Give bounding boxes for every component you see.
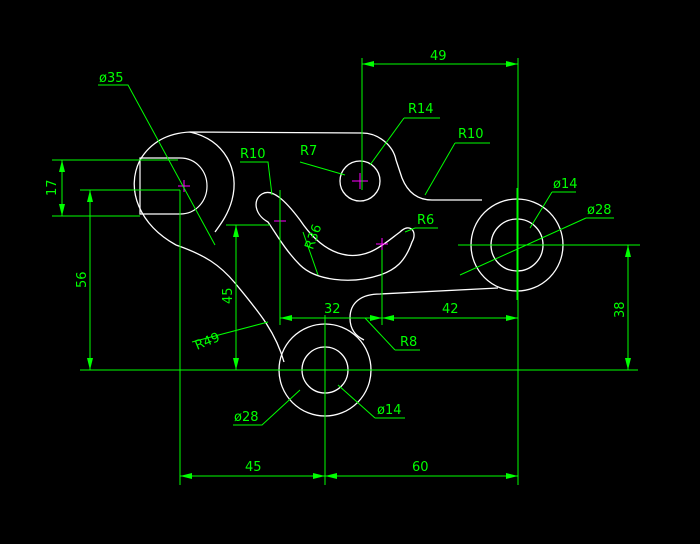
label-r10-right: R10	[458, 127, 484, 142]
label-r7: R7	[300, 144, 317, 159]
label-17: 17	[45, 179, 60, 196]
lug-right-arc	[189, 131, 235, 233]
arrow-17-top	[59, 160, 65, 172]
arrow-17-bottom	[59, 204, 65, 216]
label-32: 32	[324, 302, 341, 317]
leader-r36	[302, 231, 319, 276]
label-r6: R6	[417, 213, 434, 228]
dim-45v-lines	[226, 224, 270, 370]
arrow-45h-right	[313, 473, 325, 479]
arrow-42-right	[506, 315, 518, 321]
leader-r10-right	[424, 142, 490, 196]
arrow-38-top	[625, 245, 631, 257]
label-60: 60	[412, 460, 429, 475]
arrow-56-top	[87, 190, 93, 202]
label-38: 38	[613, 301, 628, 318]
center-line-right-boss	[458, 188, 576, 300]
arrow-56-bottom	[87, 358, 93, 370]
arrow-45v-top	[233, 225, 239, 237]
center-mark-r7	[352, 173, 368, 189]
arrow-32-left	[280, 315, 292, 321]
arrow-60-right	[506, 473, 518, 479]
label-r14: R14	[408, 102, 434, 117]
left-lug-lower-arc	[175, 244, 285, 363]
dim-32-42-lines	[279, 190, 518, 325]
label-45-vertical: 45	[221, 287, 236, 304]
leader-r49	[191, 321, 269, 343]
arrow-60-left	[325, 473, 337, 479]
arrow-42-left	[382, 315, 394, 321]
label-45-horizontal: 45	[245, 460, 262, 475]
label-56: 56	[75, 271, 90, 288]
arrow-32-right	[370, 315, 382, 321]
center-mark-slot-right	[376, 238, 388, 250]
arrow-45v-bottom	[233, 358, 239, 370]
leader-d14-bottom	[337, 384, 405, 419]
leader-r10-left	[240, 161, 273, 196]
label-42: 42	[442, 302, 459, 317]
leader-r7	[299, 161, 346, 176]
dim-49-lines	[361, 58, 519, 485]
label-d14-bottom: ø14	[377, 403, 402, 418]
arrow-45h-left	[180, 473, 192, 479]
dim-56-lines	[80, 189, 180, 370]
label-d35: ø35	[99, 71, 124, 86]
label-d28-right: ø28	[587, 203, 612, 218]
arrow-38-bottom	[625, 358, 631, 370]
curved-slot-outline	[255, 191, 415, 281]
r7-hole	[339, 160, 381, 202]
center-line-bottom-boss	[270, 315, 380, 428]
label-r8: R8	[400, 335, 417, 350]
leader-r8	[364, 317, 420, 351]
leader-r14	[369, 117, 440, 166]
leader-d35	[98, 84, 216, 246]
label-49: 49	[430, 49, 447, 64]
leader-r6	[404, 227, 438, 233]
label-d28-bottom: ø28	[234, 410, 259, 425]
label-r10-left: R10	[240, 147, 266, 162]
arrow-49-right	[506, 61, 518, 67]
arrow-49-left	[362, 61, 374, 67]
arrowheads	[59, 61, 631, 479]
leader-d14-right	[529, 191, 576, 229]
center-mark-lug	[178, 180, 190, 192]
leader-d28-bottom	[233, 389, 301, 426]
label-d14-right: ø14	[553, 177, 578, 192]
leader-d28-right	[459, 217, 614, 276]
